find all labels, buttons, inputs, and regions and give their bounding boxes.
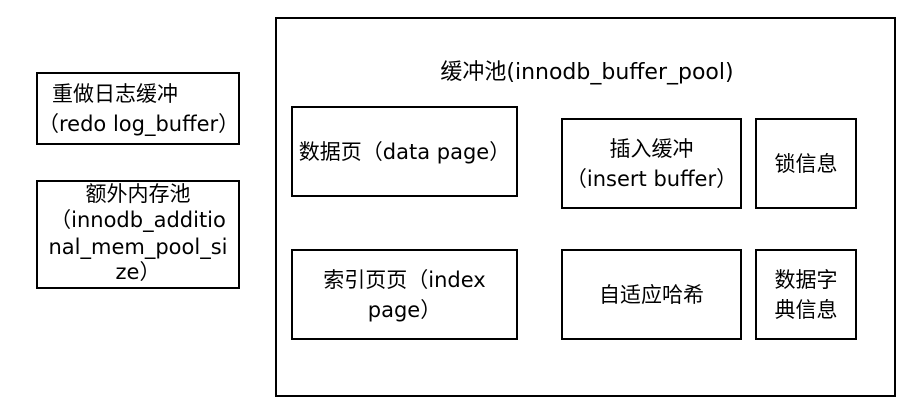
data-page-box: 数据页（data page） [291, 106, 518, 197]
adaptive-hash-label: 自适应哈希 [599, 282, 704, 307]
lock-info-label: 锁信息 [774, 151, 838, 176]
index-page-box: 索引页页（index page） [291, 249, 518, 340]
insert-buffer-title: 插入缓冲 [609, 137, 694, 161]
buffer-pool-title: 缓冲池(innodb_buffer_pool) [440, 60, 734, 85]
data-dictionary-box: 数据字 典信息 [755, 249, 857, 340]
redo-log-buffer-subtitle: （redo log_buffer） [38, 112, 240, 136]
redo-log-buffer-title: 重做日志缓冲 [52, 82, 178, 106]
additional-mem-pool-line4: ze） [115, 260, 161, 284]
adaptive-hash-box: 自适应哈希 [561, 249, 742, 340]
data-page-label: 数据页（data page） [298, 139, 511, 164]
additional-mem-pool-line3: nal_mem_pool_si [48, 235, 228, 259]
insert-buffer-box: 插入缓冲 （insert buffer） [561, 118, 742, 209]
additional-mem-pool-box: 额外内存池 （innodb_additio nal_mem_pool_si ze… [36, 180, 240, 289]
redo-log-buffer-box: 重做日志缓冲 （redo log_buffer） [36, 72, 240, 145]
insert-buffer-subtitle: （insert buffer） [565, 167, 738, 191]
index-page-line2: page） [367, 298, 442, 322]
index-page-line1: 索引页页（index [323, 268, 486, 292]
additional-mem-pool-title: 额外内存池 [85, 182, 191, 206]
data-dictionary-line2: 典信息 [774, 298, 838, 322]
lock-info-box: 锁信息 [755, 118, 857, 209]
data-dictionary-line1: 数据字 [774, 268, 838, 292]
additional-mem-pool-line2: （innodb_additio [50, 208, 226, 232]
